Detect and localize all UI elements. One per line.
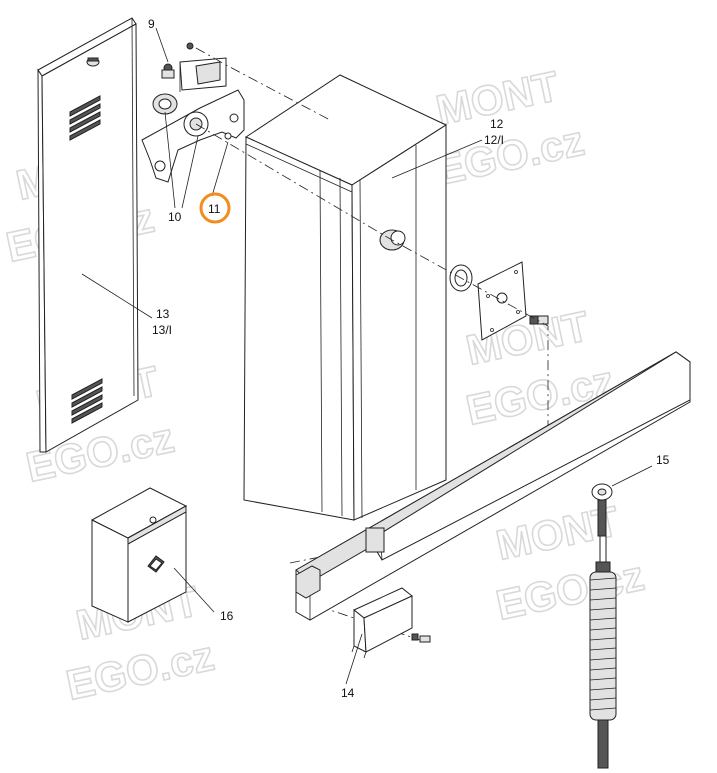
label-12i: 12/I <box>484 133 504 147</box>
spring-coils <box>589 571 617 721</box>
limit-switch-bracket[interactable] <box>161 42 227 92</box>
barrier-post[interactable] <box>243 74 448 521</box>
label-14: 14 <box>341 686 355 700</box>
vent-slots-bottom <box>71 378 103 424</box>
cam-lever-assembly[interactable] <box>141 89 245 183</box>
door-lock-icon <box>86 57 100 67</box>
boom-clamp[interactable] <box>351 587 431 659</box>
balance-spring[interactable] <box>589 483 617 769</box>
door-panel[interactable] <box>37 17 139 453</box>
label-10: 10 <box>168 210 182 224</box>
label-9: 9 <box>148 17 155 31</box>
part-labels: 9 10 11 12 12/I 13 13/I 14 15 16 <box>148 17 670 700</box>
control-box[interactable] <box>90 487 188 623</box>
label-11[interactable]: 11 <box>208 202 221 216</box>
label-15: 15 <box>656 453 670 467</box>
label-13i: 13/I <box>152 323 172 337</box>
warning-symbol-icon <box>147 555 165 573</box>
leader-lines <box>81 27 653 685</box>
label-12: 12 <box>490 117 504 131</box>
barrier-boom[interactable] <box>295 351 691 621</box>
drive-hub[interactable] <box>379 229 549 341</box>
vent-slots-top <box>69 95 101 141</box>
highlight-circle <box>199 192 231 224</box>
label-13: 13 <box>156 307 170 321</box>
label-16: 16 <box>220 609 234 623</box>
